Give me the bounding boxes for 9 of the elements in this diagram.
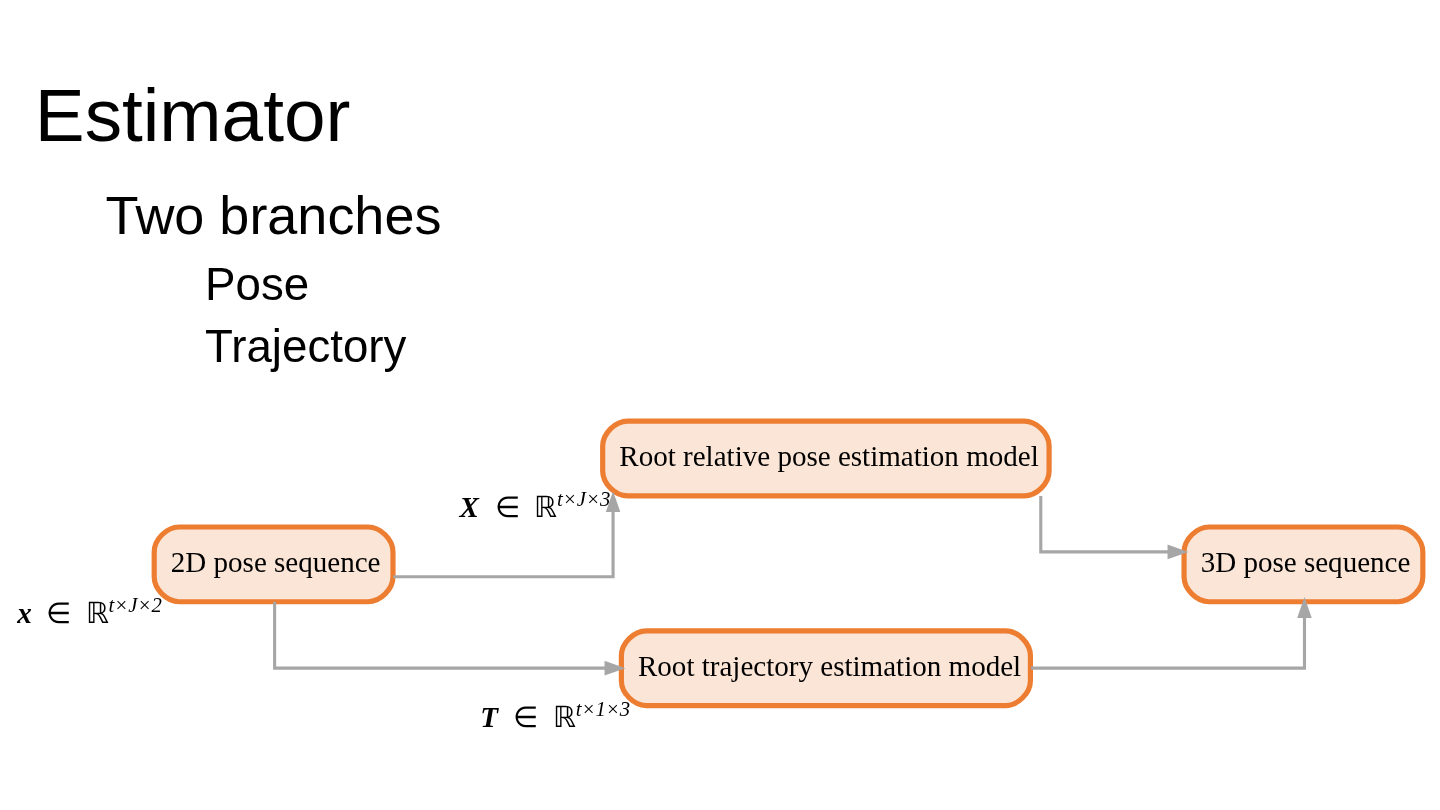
label: Trajectory: [205, 321, 407, 373]
label: Two branches: [105, 184, 442, 245]
arrow: [1030, 597, 1312, 670]
node-box: 3D pose sequence: [1181, 524, 1426, 605]
arrow: [393, 491, 621, 579]
diagram-title: Estimator: [34, 73, 351, 158]
arrow: [273, 601, 626, 676]
arrow: [1039, 495, 1189, 560]
label: Pose: [205, 258, 310, 310]
